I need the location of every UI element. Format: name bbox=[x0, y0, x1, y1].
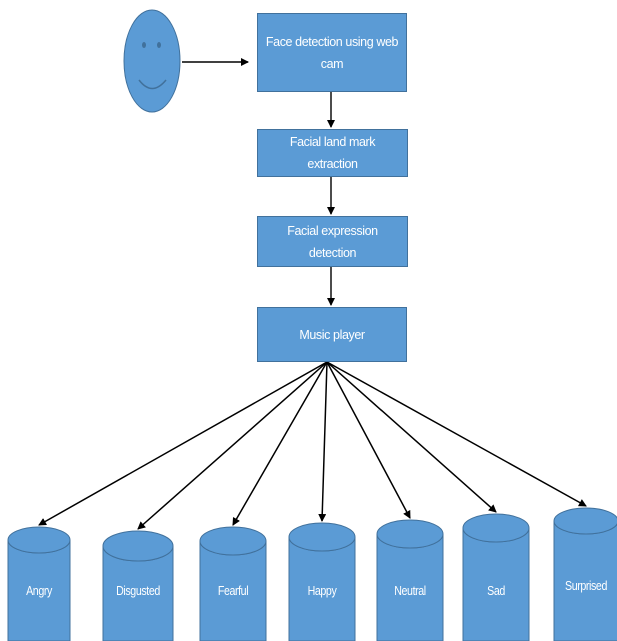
cylinder-happy bbox=[288, 522, 356, 641]
emotion-cylinders bbox=[7, 507, 617, 641]
cylinder-sad bbox=[462, 513, 530, 641]
emotion-label-surprised: Surprised bbox=[565, 578, 607, 593]
step-landmark-extraction-label: Facial land mark extraction bbox=[289, 135, 376, 171]
emotion-label-happy: Happy bbox=[307, 583, 337, 598]
arrow-to-disgusted bbox=[137, 361, 328, 530]
step-face-detection-label: Face detection using web cam bbox=[265, 34, 399, 71]
emotion-label-neutral: Neutral bbox=[394, 583, 426, 598]
fan-out-arrows bbox=[38, 361, 587, 530]
arrow-to-angry bbox=[38, 361, 328, 526]
step-music-player-label: Music player bbox=[299, 327, 365, 342]
arrow-to-happy bbox=[318, 361, 328, 522]
step-face-detection: Face detection using web cam bbox=[257, 13, 407, 92]
arrow-to-fearful bbox=[232, 361, 328, 526]
step-landmark-extraction: Facial land mark extraction bbox=[257, 129, 408, 177]
arrow-to-surprised bbox=[326, 361, 587, 507]
emotion-label-disgusted: Disgusted bbox=[116, 583, 160, 598]
smiley-face-icon bbox=[123, 9, 181, 113]
step-music-player: Music player bbox=[257, 307, 407, 362]
emotion-label-angry: Angry bbox=[26, 583, 52, 598]
cylinder-surprised bbox=[553, 507, 617, 641]
emotion-label-sad: Sad bbox=[487, 583, 505, 598]
cylinder-angry bbox=[7, 526, 71, 641]
arrow-to-neutral bbox=[326, 361, 411, 519]
cylinder-neutral bbox=[376, 519, 444, 641]
emotion-label-fearful: Fearful bbox=[217, 583, 249, 598]
step-expression-detection-label: Facial expression detection bbox=[287, 223, 378, 260]
cylinder-disgusted bbox=[102, 530, 174, 641]
arrow-to-sad bbox=[326, 361, 497, 513]
step-expression-detection: Facial expression detection bbox=[257, 216, 408, 267]
cylinder-fearful bbox=[199, 526, 267, 641]
